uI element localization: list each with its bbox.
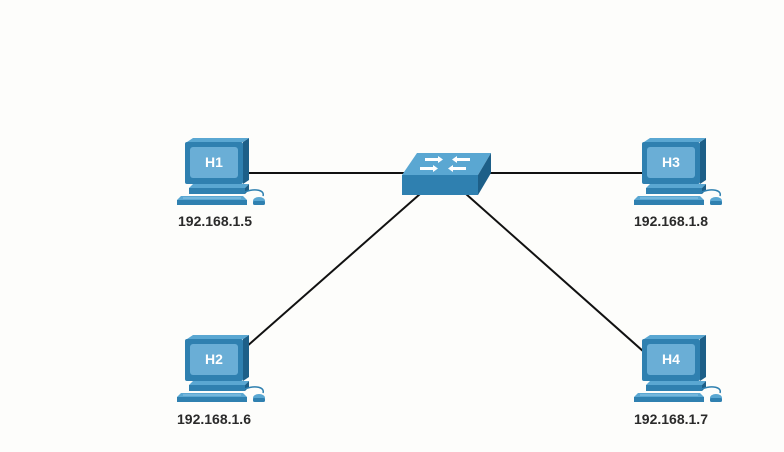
host-h3-label: H3 [662,154,680,170]
desktop-computer-icon [633,137,723,206]
host-h4-label: H4 [662,351,680,367]
link-h2-switch [244,193,421,349]
network-switch-icon[interactable] [402,153,491,195]
host-h3[interactable]: H3 192.168.1.8 [633,137,723,229]
host-h3-ip: 192.168.1.8 [634,213,708,229]
host-h2-ip: 192.168.1.6 [177,411,251,427]
host-h2-label: H2 [205,351,223,367]
links [244,172,645,353]
desktop-computer-icon [176,334,266,403]
host-h4-ip: 192.168.1.7 [634,411,708,427]
desktop-computer-icon [633,334,723,403]
host-h1[interactable]: H1 192.168.1.5 [176,137,266,229]
desktop-computer-icon [176,137,266,206]
host-h1-ip: 192.168.1.5 [178,213,252,229]
link-h4-switch [465,193,645,353]
host-h2[interactable]: H2 192.168.1.6 [176,334,266,427]
host-h4[interactable]: H4 192.168.1.7 [633,334,723,427]
host-h1-label: H1 [205,154,223,170]
